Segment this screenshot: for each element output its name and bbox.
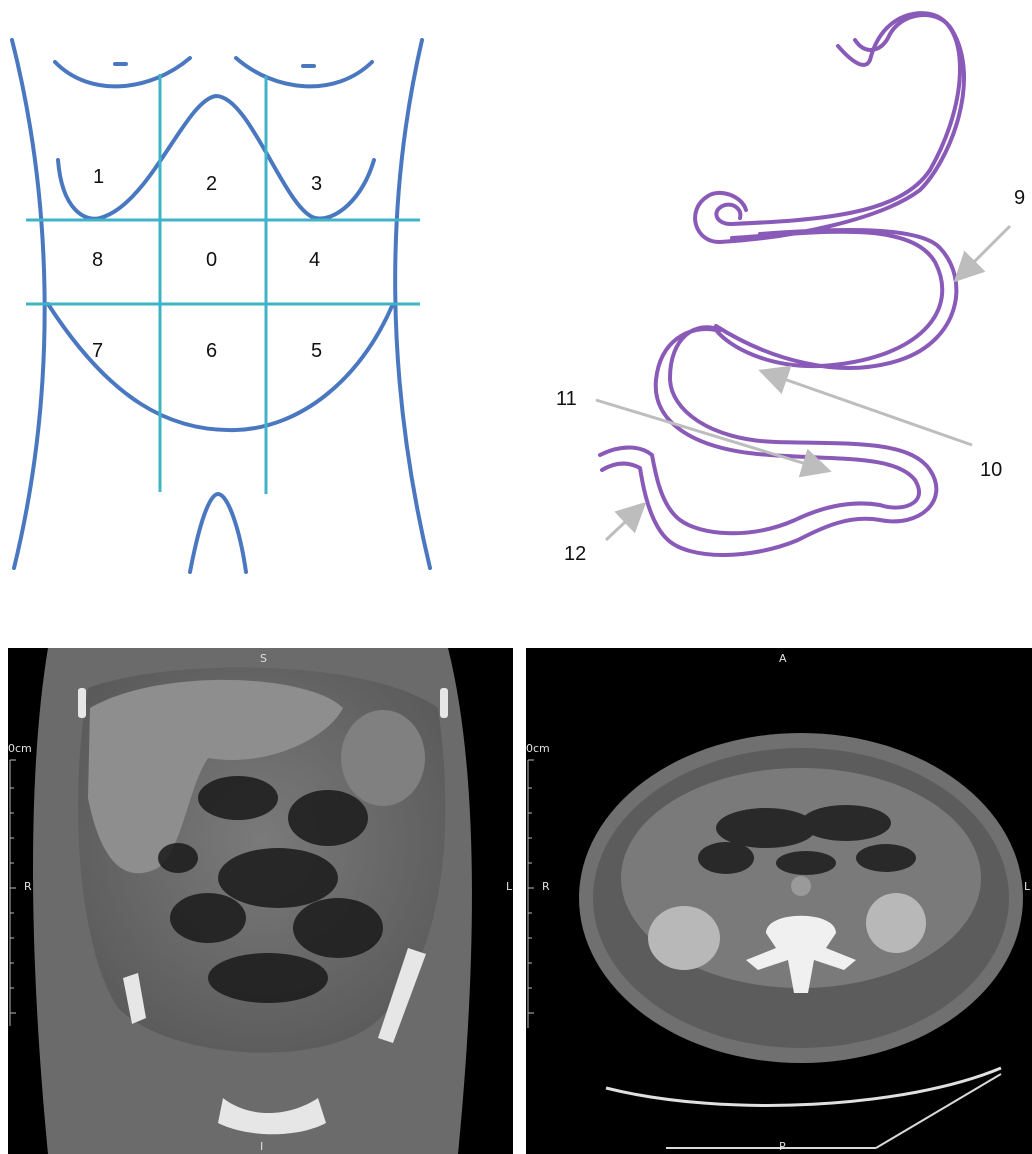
region-label-6: 6 <box>206 340 217 362</box>
abdominal-regions-diagram: 1 2 3 8 0 4 7 6 5 <box>0 0 460 600</box>
coronal-right-label: L <box>506 880 513 893</box>
callout-label-10: 10 <box>980 459 1002 481</box>
callout-label-9: 9 <box>1014 187 1025 209</box>
ct-coronal-image: 0cm S I R L <box>8 648 513 1154</box>
axial-bottom-label: P <box>779 1140 786 1153</box>
region-label-0: 0 <box>206 249 217 271</box>
axial-aorta <box>791 876 811 896</box>
axial-left-kidney <box>866 893 926 953</box>
arrow-12 <box>606 506 642 540</box>
arrow-9 <box>958 226 1010 278</box>
ct-coronal-svg: 0cm S I R L <box>8 648 513 1154</box>
region-label-4: 4 <box>309 249 320 271</box>
pelvic-curve <box>48 304 392 430</box>
right-clavicle <box>236 58 372 86</box>
coronal-rib-left <box>78 688 86 718</box>
region-label-7: 7 <box>92 340 103 362</box>
coronal-top-label: S <box>260 652 267 665</box>
region-label-1: 1 <box>93 166 104 188</box>
arrow-11 <box>596 400 826 470</box>
region-label-8: 8 <box>92 249 103 271</box>
intestine-svg: 9 10 11 12 <box>520 0 1032 600</box>
coronal-left-label: R <box>24 880 32 893</box>
coronal-spleen <box>341 710 425 806</box>
abdomen-svg: 1 2 3 8 0 4 7 6 5 <box>0 0 460 600</box>
coronal-bottom-label: I <box>260 1140 263 1153</box>
callout-label-11: 11 <box>556 388 577 410</box>
ct-axial-image: 0cm A P R L <box>526 648 1032 1154</box>
coronal-scale-label: 0cm <box>8 742 32 755</box>
region-label-3: 3 <box>311 173 322 195</box>
callout-label-12: 12 <box>564 543 586 565</box>
axial-left-label: R <box>542 880 550 893</box>
genital-arch <box>190 494 246 572</box>
region-label-5: 5 <box>311 340 322 362</box>
arrow-10 <box>764 372 972 445</box>
axial-scale-label: 0cm <box>526 742 550 755</box>
axial-right-kidney <box>648 906 720 970</box>
ct-axial-svg: 0cm A P R L <box>526 648 1032 1154</box>
intestine-diagram: 9 10 11 12 <box>520 0 1032 600</box>
region-label-2: 2 <box>206 173 217 195</box>
left-costal-margin <box>58 96 374 219</box>
axial-top-label: A <box>779 652 787 665</box>
coronal-rib-right <box>440 688 448 718</box>
axial-right-label: L <box>1024 880 1031 893</box>
